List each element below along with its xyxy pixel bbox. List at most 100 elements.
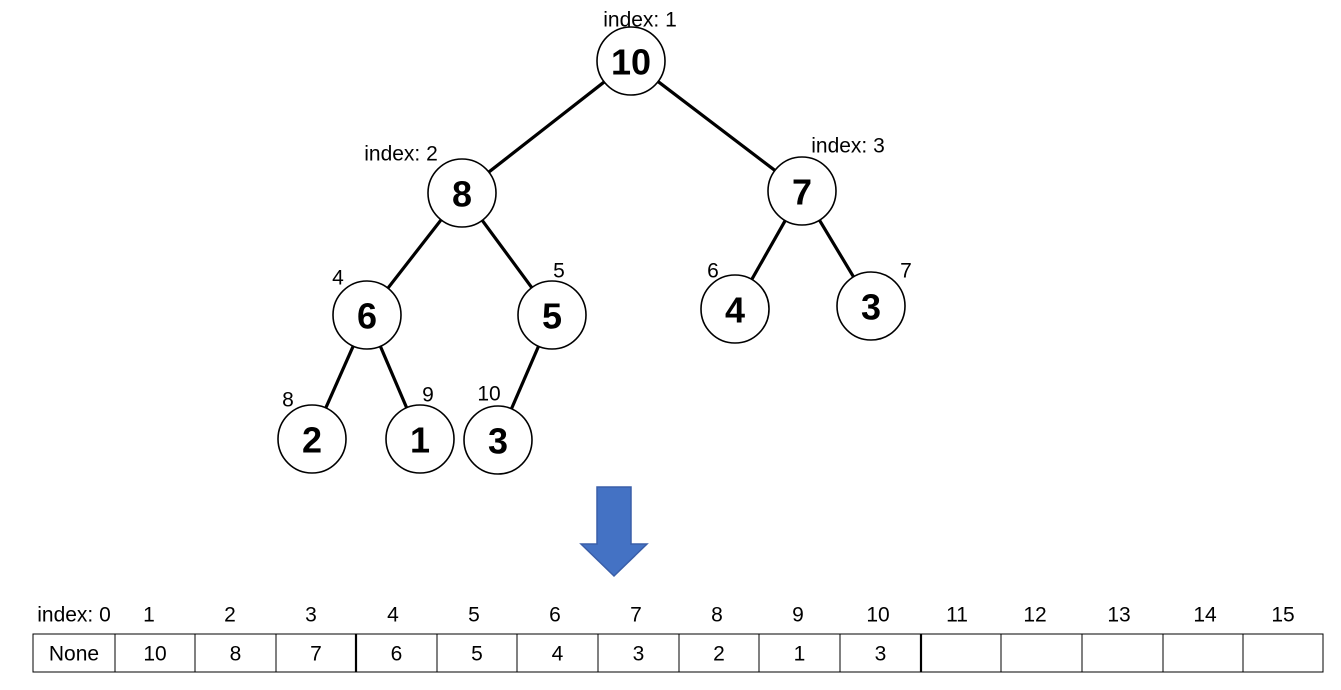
- array-index-header: 1: [143, 604, 155, 627]
- array-cell-box: [355, 633, 438, 673]
- node-value: 3: [488, 421, 508, 462]
- tree-node: 10: [596, 26, 666, 96]
- tree-edge: [480, 219, 534, 289]
- tree-edge: [750, 219, 787, 281]
- array-cells: None 10 8 7 6 5 4 3 2 1 3: [32, 633, 1324, 673]
- array-cell: [1081, 633, 1164, 673]
- node-value: 1: [410, 420, 430, 461]
- node-value: 10: [611, 42, 651, 83]
- array-cell-value: 2: [713, 643, 725, 666]
- tree-node: 6: [332, 280, 402, 350]
- array-cell-value: 8: [230, 643, 242, 666]
- array-cell-box: [1242, 633, 1324, 673]
- array-index-header: 10: [866, 604, 889, 627]
- array-cell: 4: [516, 633, 599, 673]
- array-cell-value: 4: [552, 643, 564, 666]
- array-index-header: 13: [1107, 604, 1130, 627]
- tree-node: 4: [700, 274, 770, 344]
- array-cell-value: None: [49, 643, 99, 666]
- array-cell-box: [114, 633, 196, 673]
- array-cell-value: 3: [633, 643, 645, 666]
- array-index-header: 8: [711, 604, 723, 627]
- array-cell: [920, 633, 1002, 673]
- down-arrow-icon: [579, 486, 649, 578]
- array-cell-value: 5: [471, 643, 483, 666]
- node-value: 8: [452, 174, 472, 215]
- tree-edge: [386, 218, 443, 290]
- node-index-label: 10: [477, 383, 500, 406]
- array-cell: None: [32, 633, 116, 673]
- array-cell: 3: [597, 633, 680, 673]
- node-index-label: index: 2: [364, 143, 438, 166]
- node-value: 3: [861, 287, 881, 328]
- array-cell-value: 7: [310, 643, 322, 666]
- node-circle: [427, 158, 497, 228]
- array-cell-box: [32, 633, 116, 673]
- node-value: 6: [357, 296, 377, 337]
- tree-node: 1: [385, 404, 455, 474]
- array-index-header: 11: [946, 604, 968, 627]
- node-circle: [836, 271, 906, 341]
- array-cell-box: [758, 633, 841, 673]
- array-cell-box: [1000, 633, 1083, 673]
- array-cell-value: 10: [143, 643, 166, 666]
- node-index-label: 5: [553, 260, 565, 283]
- tree-edge: [510, 345, 540, 410]
- node-circle: [332, 280, 402, 350]
- tree-edges: [324, 80, 855, 410]
- node-index-label: index: 3: [811, 135, 885, 158]
- array-cell: [1242, 633, 1324, 673]
- array-index-header: 4: [387, 604, 399, 627]
- array-cell-box: [678, 633, 760, 673]
- array-cell-box: [839, 633, 922, 673]
- node-value: 4: [725, 290, 745, 331]
- node-circle: [767, 156, 837, 226]
- node-circle: [385, 404, 455, 474]
- tree-node: 3: [463, 405, 533, 475]
- array-cell: 2: [678, 633, 760, 673]
- tree-edge: [818, 219, 855, 278]
- node-circle: [277, 404, 347, 474]
- array-cell: 6: [355, 633, 438, 673]
- array-cell-value: 1: [794, 643, 806, 666]
- array-index-header: 9: [792, 604, 804, 627]
- array-index-header: 15: [1271, 604, 1294, 627]
- node-circle: [517, 280, 587, 350]
- array-cell: 3: [839, 633, 922, 673]
- node-circle: [596, 26, 666, 96]
- array-cell-box: [275, 633, 357, 673]
- tree-edge: [657, 80, 776, 172]
- array-cell: 1: [758, 633, 841, 673]
- array-index-header: 7: [630, 604, 642, 627]
- array-index-header: index: 0: [37, 604, 111, 627]
- tree-node: 7: [767, 156, 837, 226]
- array-cell-value: 6: [391, 643, 403, 666]
- node-circle: [463, 405, 533, 475]
- node-index-label: 8: [282, 389, 294, 412]
- array-index-header: 14: [1193, 604, 1217, 627]
- node-index-label: 4: [332, 267, 344, 290]
- array-cell-box: [436, 633, 518, 673]
- node-index-label: 7: [900, 260, 912, 283]
- node-index-label: index: 1: [603, 9, 677, 32]
- array-cell: [1162, 633, 1244, 673]
- array-index-header: 12: [1023, 604, 1046, 627]
- node-value: 2: [302, 420, 322, 461]
- array-index-header: 6: [549, 604, 561, 627]
- tree-edge: [378, 345, 409, 409]
- node-index-label: 6: [707, 260, 719, 283]
- node-circle: [700, 274, 770, 344]
- array-cell-box: [1162, 633, 1244, 673]
- array-cell: 10: [114, 633, 196, 673]
- array-index-header: 3: [305, 604, 317, 627]
- tree-edge: [487, 80, 606, 174]
- array-cell-box: [920, 633, 1002, 673]
- array-cell: 7: [275, 633, 357, 673]
- tree-node: 3: [836, 271, 906, 341]
- array-cell: 5: [436, 633, 518, 673]
- array-cell: [1000, 633, 1083, 673]
- node-value: 5: [542, 296, 562, 337]
